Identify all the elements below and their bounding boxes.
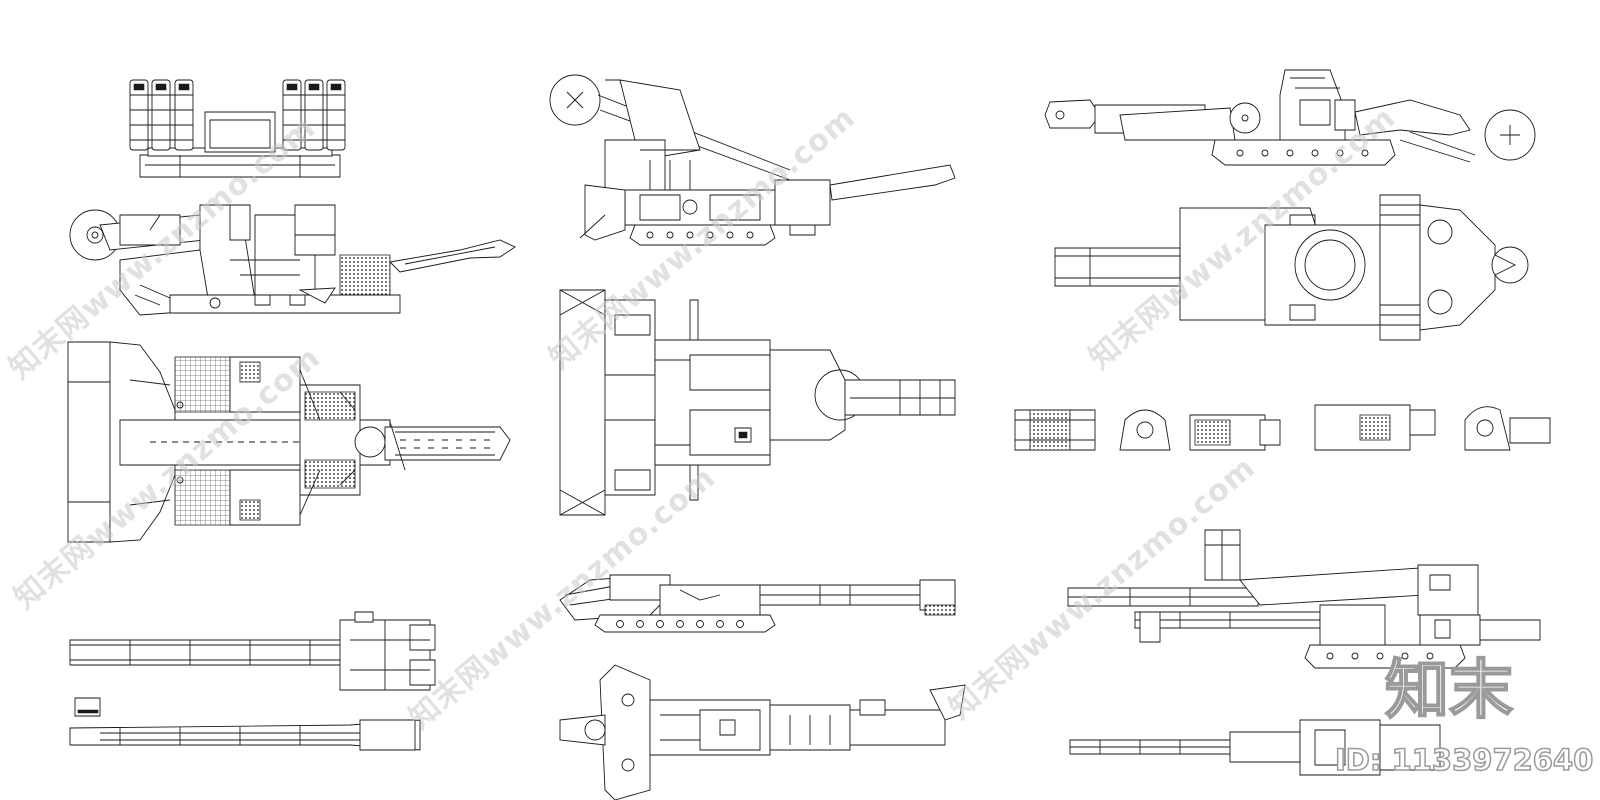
machine-plan-view-d [1055, 195, 1528, 340]
logo-id-text: ID: 1133972640 [1335, 743, 1593, 777]
machine-plan-view-c [560, 665, 965, 800]
machine-side-view-d [1045, 70, 1535, 165]
machine-plan-view-a [68, 342, 510, 542]
machine-plan-view-b [560, 290, 955, 515]
machine-side-view-b [550, 75, 955, 245]
machine-side-view-c [560, 575, 955, 632]
machine-side-view-e [1068, 530, 1540, 668]
component-row [1015, 405, 1550, 450]
machine-side-view-a [70, 205, 515, 315]
boom-detail-a [70, 612, 435, 750]
boom-detail-b [1070, 720, 1440, 775]
cutter-head-right [283, 80, 345, 150]
cutter-head-left [130, 80, 193, 150]
logo-brand-text: 知末 [1385, 654, 1513, 728]
machine-front-view-a [130, 80, 345, 177]
brand-logo: 知末 ID: 1133972640 [1334, 653, 1594, 778]
